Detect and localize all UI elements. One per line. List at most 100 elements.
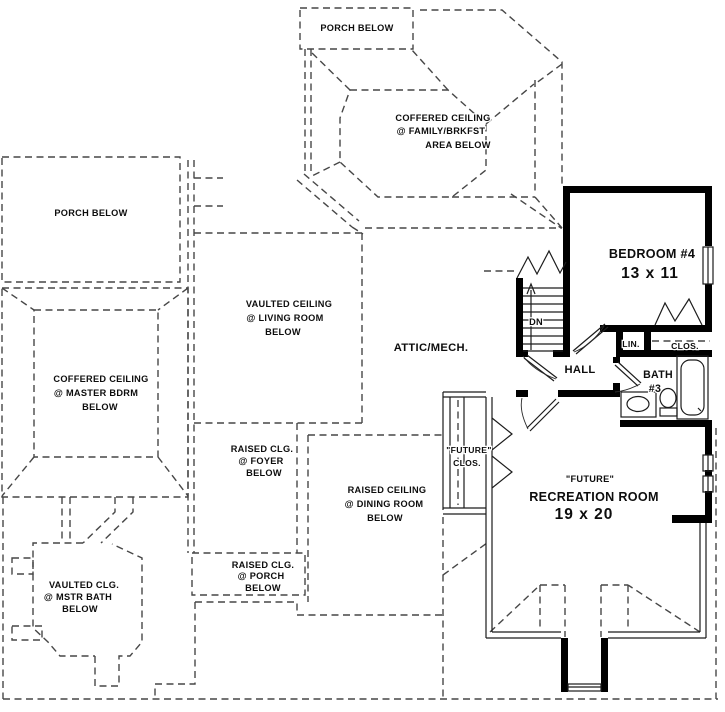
label-family-2: @ FAMILY/BRKFST bbox=[397, 126, 486, 136]
label-master-1: COFFERED CEILING bbox=[53, 374, 148, 384]
bedroom-wall bbox=[600, 325, 712, 332]
label-porch-raised-3: BELOW bbox=[245, 583, 281, 593]
label-living-2: @ LIVING ROOM bbox=[246, 313, 323, 323]
rec-hip bbox=[442, 542, 488, 576]
closet-wall bbox=[443, 391, 486, 398]
top-porch-outline bbox=[299, 7, 414, 50]
bay-wall bbox=[601, 638, 608, 692]
hip-line bbox=[534, 196, 563, 229]
hip-line bbox=[311, 161, 341, 177]
label-living-1: VAULTED CEILING bbox=[246, 299, 332, 309]
label-attic: ATTIC/MECH. bbox=[394, 342, 469, 354]
label-porch-raised-2: @ PORCH bbox=[238, 571, 285, 581]
rec-future-wall bbox=[485, 397, 493, 638]
label-porch-raised-1: RAISED CLG. bbox=[232, 560, 295, 570]
break-line bbox=[516, 249, 567, 279]
label-foyer-2: @ FOYER bbox=[238, 456, 283, 466]
door-arc bbox=[522, 355, 557, 380]
rec-wall bbox=[705, 427, 712, 455]
linen-wall bbox=[616, 330, 623, 352]
hall-wall bbox=[516, 350, 528, 357]
label-closet: CLOS. bbox=[671, 341, 699, 351]
rec-hip bbox=[627, 584, 701, 633]
stair-arrowhead bbox=[526, 282, 536, 295]
label-future-clos-1: "FUTURE" bbox=[446, 445, 491, 455]
hip-line bbox=[1, 287, 35, 311]
door-arc bbox=[573, 325, 605, 353]
family-coffer bbox=[339, 89, 487, 198]
hip-line bbox=[157, 287, 189, 311]
stairs bbox=[516, 249, 703, 352]
closet-wall bbox=[644, 330, 651, 352]
label-dining-1: RAISED CEILING bbox=[348, 485, 427, 495]
label-living-3: BELOW bbox=[265, 327, 301, 337]
mstr-bath-line bbox=[82, 497, 116, 544]
bedroom-wall bbox=[563, 193, 570, 353]
label-dining-3: BELOW bbox=[367, 513, 403, 523]
valley-line bbox=[303, 173, 360, 222]
label-rec-name: RECREATION ROOM bbox=[529, 490, 659, 504]
stair-wall bbox=[516, 278, 523, 357]
toilet-tank bbox=[659, 407, 678, 417]
rec-wall bbox=[620, 420, 712, 427]
bath-fixtures bbox=[620, 355, 709, 420]
label-bedroom4-size: 13 x 11 bbox=[621, 265, 679, 282]
valley-line bbox=[296, 179, 353, 228]
label-master-2: @ MASTER BDRM bbox=[54, 388, 138, 398]
toilet-bowl bbox=[659, 387, 677, 409]
hip-line bbox=[485, 83, 535, 125]
label-bedroom4-name: BEDROOM #4 bbox=[609, 247, 695, 261]
mstr-bath-line bbox=[100, 497, 134, 544]
door-arc bbox=[614, 383, 641, 393]
label-mstr-bath-3: BELOW bbox=[62, 604, 98, 614]
family-roof-hip bbox=[534, 63, 563, 85]
windows bbox=[567, 246, 714, 692]
roofline-dashed bbox=[1, 7, 718, 700]
hip-line bbox=[157, 456, 189, 497]
closet-wall bbox=[443, 507, 486, 515]
label-mstr-bath-2: @ MSTR BATH bbox=[44, 592, 112, 602]
labels: PORCH BELOW COFFERED CEILING @ FAMILY/BR… bbox=[43, 22, 700, 616]
mstr-bath-line bbox=[94, 543, 143, 687]
label-rec-future: "FUTURE" bbox=[566, 474, 614, 484]
hip-line bbox=[1, 456, 35, 497]
label-future-clos-2: CLOS. bbox=[453, 458, 481, 468]
bath-wall bbox=[613, 383, 620, 397]
rec-future-wall bbox=[699, 523, 707, 638]
label-foyer-1: RAISED CLG. bbox=[231, 444, 294, 454]
hip-line bbox=[310, 51, 351, 91]
vanity bbox=[620, 391, 657, 418]
label-mstr-bath-1: VAULTED CLG. bbox=[49, 580, 119, 590]
label-left-porch: PORCH BELOW bbox=[54, 208, 127, 218]
hip-line bbox=[411, 49, 449, 91]
label-rec-size: 19 x 20 bbox=[555, 506, 614, 523]
bedroom-wall bbox=[705, 193, 712, 246]
master-coffer bbox=[33, 309, 159, 458]
bifold-door bbox=[491, 417, 513, 451]
walls bbox=[516, 186, 712, 692]
break-line bbox=[654, 297, 703, 326]
rec-wall bbox=[705, 491, 712, 518]
label-foyer-3: BELOW bbox=[246, 468, 282, 478]
bedroom-wall bbox=[563, 186, 712, 193]
rec-wall bbox=[516, 390, 528, 397]
rec-room-door bbox=[526, 398, 560, 432]
label-linen: LIN. bbox=[622, 339, 639, 349]
label-dining-2: @ DINING ROOM bbox=[345, 499, 424, 509]
rec-wall bbox=[558, 390, 620, 397]
family-roof-outer bbox=[420, 9, 563, 186]
sink bbox=[626, 395, 650, 413]
roof-edge bbox=[154, 602, 196, 699]
label-top-porch: PORCH BELOW bbox=[320, 23, 393, 33]
doors bbox=[523, 323, 642, 432]
label-bath3-2: #3 bbox=[649, 383, 661, 395]
label-family-1: COFFERED CEILING bbox=[395, 113, 490, 123]
rec-future-wall bbox=[608, 631, 706, 639]
label-master-3: BELOW bbox=[82, 402, 118, 412]
hip-line bbox=[510, 193, 562, 229]
future-structures bbox=[442, 391, 707, 639]
tub bbox=[676, 355, 709, 420]
stair-treads bbox=[523, 287, 563, 352]
